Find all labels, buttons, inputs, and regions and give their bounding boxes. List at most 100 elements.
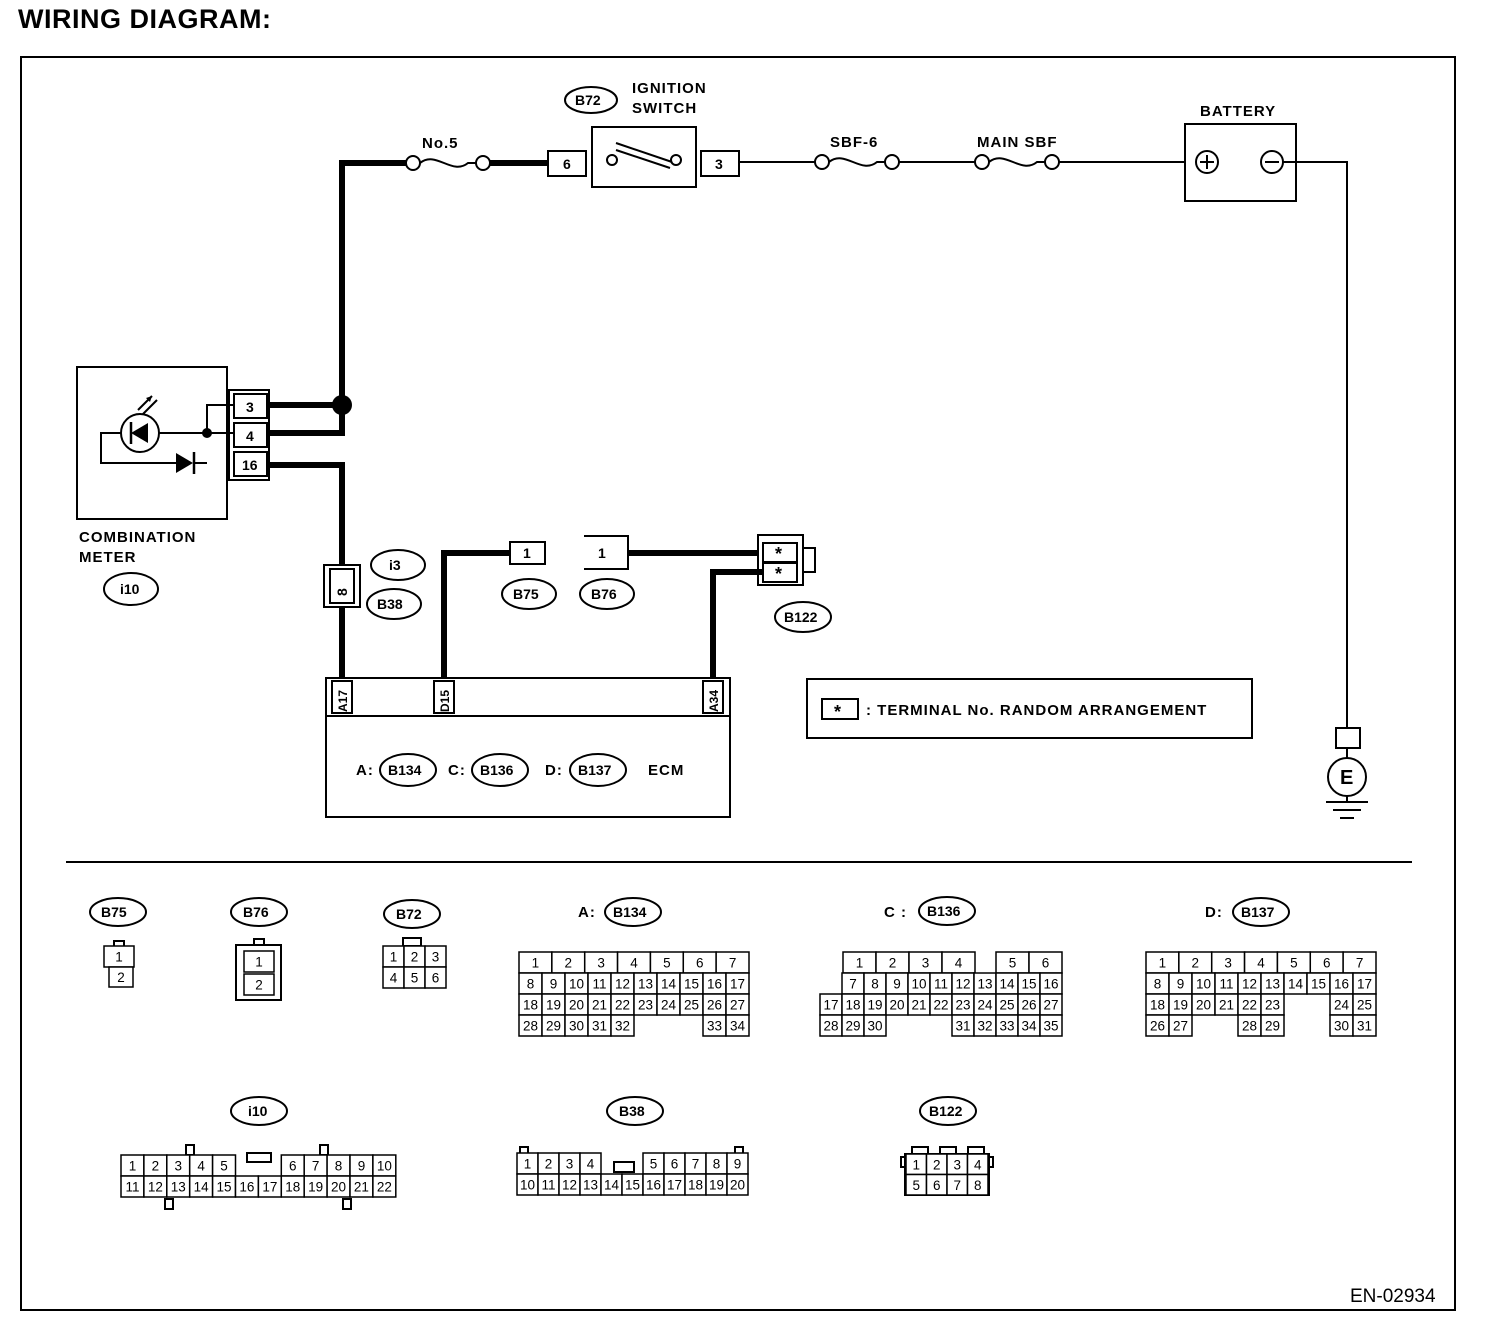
b134-pin: 33 xyxy=(707,1019,722,1034)
b38-pin: 18 xyxy=(688,1178,703,1193)
b134-pin: 7 xyxy=(729,956,737,971)
i10-pin: 4 xyxy=(197,1159,205,1174)
ecm-prefix-c: C: xyxy=(448,762,466,779)
b136-pin: 31 xyxy=(955,1019,970,1034)
ecm: A17 D15 A34 A: B134 C: B136 D: B137 ECM xyxy=(325,677,731,818)
b134-pin: 6 xyxy=(696,956,704,971)
b134-cell xyxy=(725,1014,750,1037)
b38-pin: 8 xyxy=(713,1157,721,1172)
b38-badge: B38 xyxy=(377,596,403,612)
b134-pin: 8 xyxy=(527,977,535,992)
battery: BATTERY xyxy=(1184,103,1297,202)
b122-pin: 5 xyxy=(912,1178,920,1193)
b38-pin: 12 xyxy=(562,1178,577,1193)
i10-pin: 9 xyxy=(358,1159,366,1174)
ecm-prefix-d: D: xyxy=(545,762,563,779)
b122-pin: 7 xyxy=(953,1178,961,1193)
b137-pin: 18 xyxy=(1150,998,1165,1013)
ground-label: E xyxy=(1340,767,1353,789)
b137-pin: 4 xyxy=(1257,956,1265,971)
b134-pin: 27 xyxy=(730,998,745,1013)
legend-b134-prefix: A: xyxy=(578,904,596,921)
b38-pin: 1 xyxy=(524,1157,532,1172)
b136-pin: 1 xyxy=(856,956,864,971)
ignition-label-1: IGNITION xyxy=(632,80,707,97)
legend-b72-label: B72 xyxy=(396,906,422,922)
b134-pin: 29 xyxy=(546,1019,561,1034)
fuse-main-sbf: MAIN SBF xyxy=(974,134,1060,170)
i10-pin: 12 xyxy=(148,1180,163,1195)
wire-feed-main xyxy=(339,160,413,405)
b134-pin: 16 xyxy=(707,977,722,992)
fuse-no5-label: No.5 xyxy=(422,135,459,152)
b134-pin: 21 xyxy=(592,998,607,1013)
junction-dot xyxy=(332,395,352,415)
note-symbol: * xyxy=(834,702,841,722)
legend-b137-prefix: D: xyxy=(1205,904,1223,921)
b134-pin: 22 xyxy=(615,998,630,1013)
b137-pin: 10 xyxy=(1196,977,1211,992)
b134-pin: 17 xyxy=(730,977,745,992)
terminal-note: * : TERMINAL No. RANDOM ARRANGEMENT xyxy=(806,678,1253,739)
b136-pin: 34 xyxy=(1021,1019,1037,1034)
b137-pin: 3 xyxy=(1224,956,1232,971)
wire-battery-to-ground xyxy=(1283,161,1348,728)
b137-pin: 6 xyxy=(1323,956,1331,971)
b38-pin: 13 xyxy=(583,1178,598,1193)
b134-pin: 11 xyxy=(592,977,606,992)
b134-pin: 30 xyxy=(569,1019,584,1034)
combination-label-1: COMBINATION xyxy=(79,529,196,546)
b38-pin: 17 xyxy=(667,1178,682,1193)
b38-pin: 6 xyxy=(671,1157,679,1172)
b134-cell xyxy=(610,1014,635,1037)
b134-pin: 1 xyxy=(532,956,540,971)
b75-pin: 2 xyxy=(117,970,125,985)
b38-pin: 11 xyxy=(541,1178,555,1193)
b137-badge: B137 xyxy=(578,762,612,778)
b136-pin: 32 xyxy=(977,1019,992,1034)
b136-pin: 18 xyxy=(845,998,860,1013)
b136-pin: 17 xyxy=(823,998,838,1013)
b137-pin: 14 xyxy=(1288,977,1304,992)
b134-pin: 20 xyxy=(569,998,584,1013)
i10-pin: 6 xyxy=(289,1159,297,1174)
b134-pin: 13 xyxy=(638,977,653,992)
b38-pin: 16 xyxy=(646,1178,661,1193)
ecm-pin-a34: A34 xyxy=(707,690,721,712)
meter-pin-4: 4 xyxy=(246,428,254,444)
b72-pin: 2 xyxy=(411,950,419,965)
b134-badge: B134 xyxy=(388,762,422,778)
b137-pin: 23 xyxy=(1265,998,1280,1013)
b122-pin: 3 xyxy=(953,1157,961,1172)
b134-pin: 34 xyxy=(730,1019,746,1034)
i10-pin: 3 xyxy=(174,1159,182,1174)
b134-pin: 15 xyxy=(684,977,699,992)
b38-pin-8: 8 xyxy=(334,588,350,596)
b136-pin: 21 xyxy=(911,998,926,1013)
b134-pin: 25 xyxy=(684,998,699,1013)
b137-pin: 2 xyxy=(1192,956,1200,971)
ign-pin-out: 3 xyxy=(715,156,723,172)
b38-cell xyxy=(726,1173,749,1196)
connector-b76: 1 B76 xyxy=(579,535,635,610)
b137-pin: 22 xyxy=(1242,998,1257,1013)
diagram-frame xyxy=(20,56,1456,1311)
b137-pin: 26 xyxy=(1150,1019,1165,1034)
b136-cell xyxy=(1039,1014,1063,1037)
b136-pin: 19 xyxy=(867,998,882,1013)
b136-pin: 16 xyxy=(1043,977,1058,992)
legend-b75-label: B75 xyxy=(101,904,127,920)
b38-pin: 5 xyxy=(650,1157,658,1172)
b136-pin: 28 xyxy=(823,1019,838,1034)
b137-pin: 8 xyxy=(1154,977,1162,992)
b134-pin: 2 xyxy=(565,956,573,971)
connector-b75: 1 B75 xyxy=(501,541,557,610)
b134-pin: 12 xyxy=(615,977,630,992)
i10-pin: 5 xyxy=(220,1159,228,1174)
meter-pin-16: 16 xyxy=(242,457,258,473)
b75-pin-1: 1 xyxy=(523,545,531,561)
b134-pin: 5 xyxy=(663,956,671,971)
i10-pin: 19 xyxy=(308,1180,323,1195)
i10-badge: i10 xyxy=(120,581,140,597)
